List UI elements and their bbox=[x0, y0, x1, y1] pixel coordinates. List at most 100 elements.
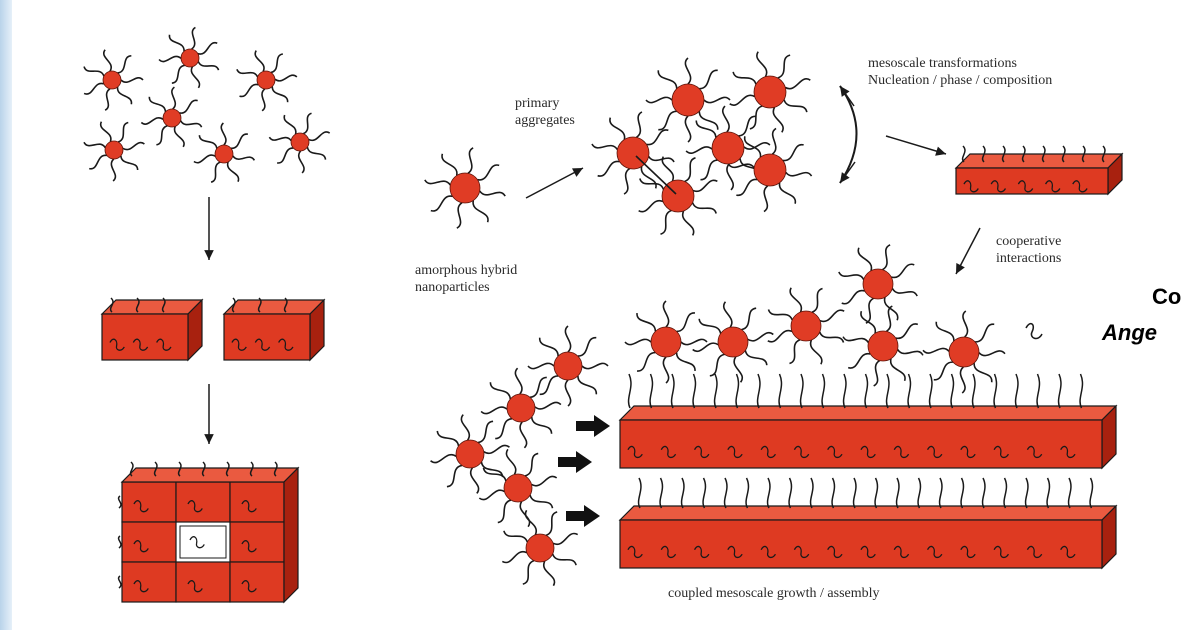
ligand-chain bbox=[457, 203, 462, 228]
particle-core bbox=[456, 440, 484, 468]
block-top-face bbox=[620, 506, 1116, 520]
ligand-chain bbox=[974, 363, 992, 382]
block-front-face bbox=[620, 420, 1102, 468]
nanoparticle bbox=[269, 113, 329, 173]
ligand-chain bbox=[854, 478, 856, 508]
ligand-chain bbox=[700, 160, 717, 180]
ligand-chain bbox=[785, 79, 810, 89]
particle-core bbox=[257, 71, 275, 89]
ligand-chain bbox=[272, 86, 287, 102]
ligand-chain bbox=[779, 183, 795, 204]
ligand-chain bbox=[858, 248, 871, 271]
arrow-head bbox=[204, 434, 214, 444]
particle-core bbox=[791, 311, 821, 341]
ligand-chain bbox=[473, 201, 488, 223]
ligand-chain bbox=[892, 288, 917, 296]
particle-core bbox=[754, 76, 786, 108]
ligand-chain bbox=[506, 449, 515, 474]
ligand-chain bbox=[820, 310, 844, 321]
ligand-chain bbox=[683, 211, 694, 235]
wall-top-face bbox=[122, 468, 298, 482]
ligand-chain bbox=[159, 56, 181, 61]
ligand-chain bbox=[447, 465, 462, 486]
nanoparticle bbox=[839, 245, 917, 323]
ligand-chain bbox=[975, 324, 994, 342]
particle-core bbox=[949, 337, 979, 367]
ligand-chain bbox=[520, 422, 527, 448]
ligand-chain bbox=[768, 331, 792, 342]
ligand-chain bbox=[741, 308, 756, 329]
ligand-chain bbox=[84, 142, 105, 148]
ligand-chain bbox=[89, 155, 107, 169]
particle-core bbox=[712, 132, 744, 164]
particle-core bbox=[291, 133, 309, 151]
ligand-chain bbox=[811, 478, 813, 508]
arrow-down-2 bbox=[204, 384, 214, 444]
ligand-chain bbox=[936, 322, 954, 341]
ligand-chain bbox=[682, 478, 684, 508]
particle-core bbox=[103, 71, 121, 89]
particle-core bbox=[507, 394, 535, 422]
label-cooperative: cooperative bbox=[996, 233, 1061, 250]
nanoparticle bbox=[768, 288, 844, 364]
ligand-chain bbox=[685, 158, 696, 182]
ligand-chain bbox=[822, 374, 824, 408]
ligand-chain bbox=[478, 165, 500, 180]
slide-edge-strip bbox=[0, 0, 12, 630]
ligand-chain bbox=[431, 196, 453, 211]
long-rod-bottom bbox=[620, 506, 1116, 568]
nanoparticle bbox=[646, 58, 730, 142]
ligand-chain bbox=[191, 67, 199, 88]
ligand-chain bbox=[789, 478, 791, 508]
ligand-chain bbox=[565, 380, 570, 406]
particle-core bbox=[863, 269, 893, 299]
ligand-chain bbox=[309, 132, 330, 140]
label-amorphous-hybrid-nanoparticles: amorphous hybrid nanoparticles bbox=[415, 262, 517, 296]
ligand-chain bbox=[111, 159, 115, 181]
ligand-chain bbox=[194, 155, 215, 163]
ligand-chain bbox=[875, 478, 877, 508]
ligand-chain bbox=[896, 324, 918, 338]
ligand-chain bbox=[211, 162, 220, 182]
wall-vacancy bbox=[180, 526, 226, 558]
nanoparticle bbox=[141, 87, 201, 147]
ligand-chain bbox=[677, 353, 695, 371]
block-front-face bbox=[102, 314, 188, 360]
ligand-chain bbox=[637, 313, 655, 331]
ligand-chain bbox=[303, 113, 311, 133]
label-nucleation: Nucleation / phase / composition bbox=[868, 72, 1052, 89]
ligand-chain bbox=[502, 552, 526, 563]
ligand-chain bbox=[685, 116, 690, 142]
ligand-chain bbox=[779, 374, 781, 408]
ligand-chain bbox=[757, 52, 767, 77]
wall-brick bbox=[230, 562, 284, 602]
block-top-face bbox=[620, 406, 1116, 420]
ligand-chain bbox=[848, 354, 870, 368]
ligand-chain bbox=[646, 130, 668, 145]
ligand-chain bbox=[820, 332, 844, 342]
label-interactions: interactions bbox=[996, 250, 1061, 267]
block-arrow-shape bbox=[558, 451, 592, 473]
ligand-chain bbox=[553, 554, 576, 565]
free-ligand bbox=[1026, 324, 1042, 339]
wall-brick bbox=[176, 562, 230, 602]
nanoparticle bbox=[592, 112, 674, 194]
nanoparticle bbox=[528, 326, 608, 406]
block-top-face bbox=[224, 300, 324, 314]
ligand-chain bbox=[951, 374, 953, 408]
ligand-chain bbox=[658, 70, 676, 88]
ligand-chain bbox=[918, 478, 920, 508]
particle-core bbox=[504, 474, 532, 502]
ligand-chain bbox=[540, 338, 558, 356]
crystal-block-left bbox=[102, 300, 202, 360]
ligand-chain bbox=[786, 172, 812, 176]
ligand-chain bbox=[784, 100, 807, 112]
label-coupled-growth: coupled mesoscale growth / assembly bbox=[668, 585, 880, 602]
ligand-chain bbox=[1016, 374, 1018, 408]
wall-brick bbox=[122, 522, 176, 562]
ligand-chain bbox=[578, 376, 596, 394]
ligand-chain bbox=[582, 363, 608, 368]
ligand-chain bbox=[553, 533, 577, 544]
ligand-chain bbox=[528, 363, 554, 368]
ligand-chain bbox=[149, 97, 165, 112]
